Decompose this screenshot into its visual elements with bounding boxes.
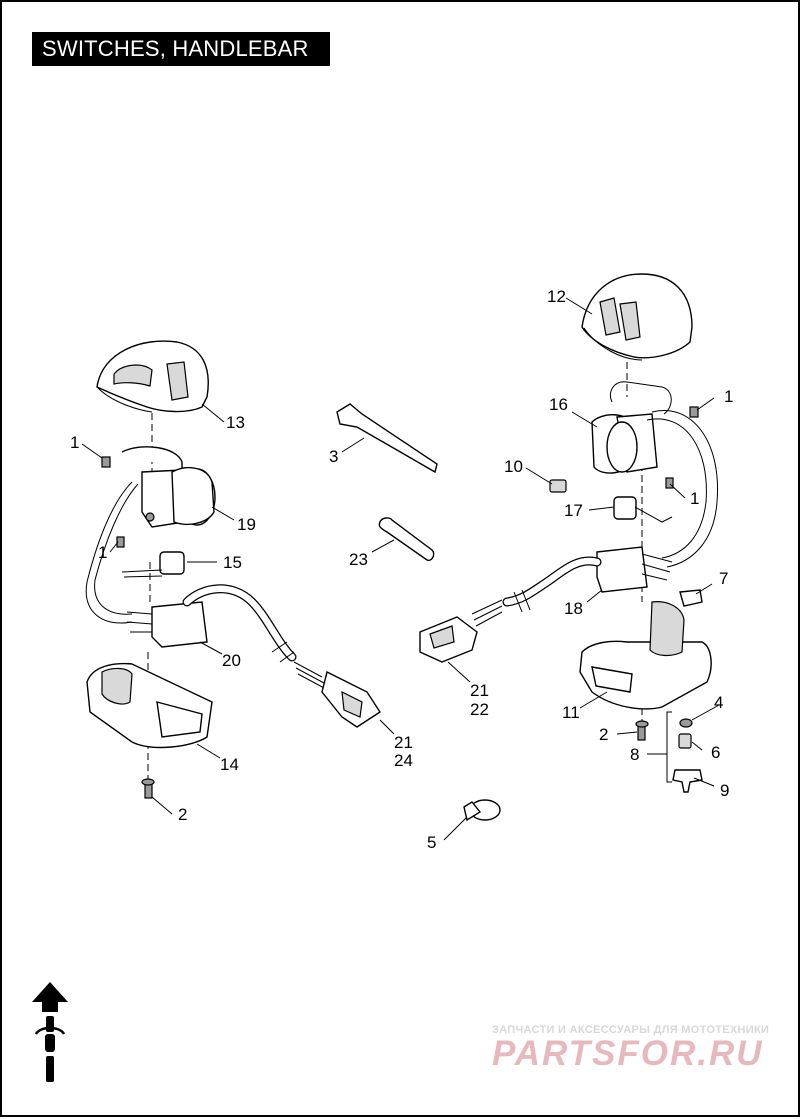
right-lower-housing: [579, 601, 712, 710]
callout-23: 23: [349, 550, 368, 569]
callout-15: 15: [223, 553, 242, 572]
callout-2: 2: [178, 805, 187, 824]
watermark-logo: PARTSFOR.RU: [492, 1034, 764, 1073]
callout-1: 1: [690, 489, 699, 508]
callout-17: 17: [564, 501, 583, 520]
callout-9: 9: [720, 781, 729, 800]
callout-8: 8: [630, 745, 639, 764]
left-lower-housing: [86, 662, 213, 749]
callout-21: 21: [394, 733, 413, 752]
callout-5: 5: [427, 833, 436, 852]
cable-clip: [463, 799, 501, 822]
right-switch-17: [613, 496, 673, 523]
left-screws: [101, 456, 155, 799]
right-connector: [419, 616, 478, 663]
callout-4: 4: [714, 693, 723, 712]
callout-24: 24: [394, 751, 413, 770]
left-switch-20: [126, 584, 327, 690]
left-upper-housing: [96, 340, 209, 413]
callout-1: 1: [724, 387, 733, 406]
right-screws: [635, 406, 699, 741]
callout-12: 12: [547, 287, 566, 306]
callout-22: 22: [470, 700, 489, 719]
callout-14: 14: [220, 755, 239, 774]
callout-7: 7: [719, 569, 728, 588]
callout-19: 19: [237, 515, 256, 534]
arrow-up-motorcycle-icon: [32, 982, 68, 1082]
callout-13: 13: [226, 413, 245, 432]
callout-1: 1: [70, 433, 79, 452]
callout-21: 21: [470, 681, 489, 700]
left-switch-15: [121, 551, 185, 578]
callout-3: 3: [329, 447, 338, 466]
callout-18: 18: [564, 599, 583, 618]
right-switch-16: [591, 381, 719, 568]
callout-20: 20: [222, 651, 241, 670]
callout-2: 2: [599, 725, 608, 744]
callout-16: 16: [549, 395, 568, 414]
callout-11: 11: [562, 703, 580, 722]
cable-tie: [336, 403, 438, 474]
callout-1: 1: [98, 543, 107, 562]
callout-10: 10: [504, 457, 523, 476]
left-switch-assembly: [85, 340, 381, 799]
watermark-tagline: ЗАПЧАСТИ И АКСЕССУАРЫ ДЛЯ МОТОТЕХНИКИ: [492, 1024, 770, 1036]
sleeve: [378, 517, 435, 561]
leader-lines: [81, 297, 720, 841]
right-switch-18: [471, 546, 673, 627]
left-switch-19: [85, 446, 216, 624]
left-connector: [321, 670, 381, 728]
callout-labels: 1 1 1 1 2 2 3 4 5 6 7 8 9 10 11 12 13 14…: [70, 287, 733, 852]
right-switch-assembly: [419, 273, 719, 793]
right-upper-housing: [581, 273, 693, 361]
callout-6: 6: [711, 743, 720, 762]
page-title: SWITCHES, HANDLEBAR: [32, 32, 330, 66]
center-parts: [336, 403, 501, 822]
